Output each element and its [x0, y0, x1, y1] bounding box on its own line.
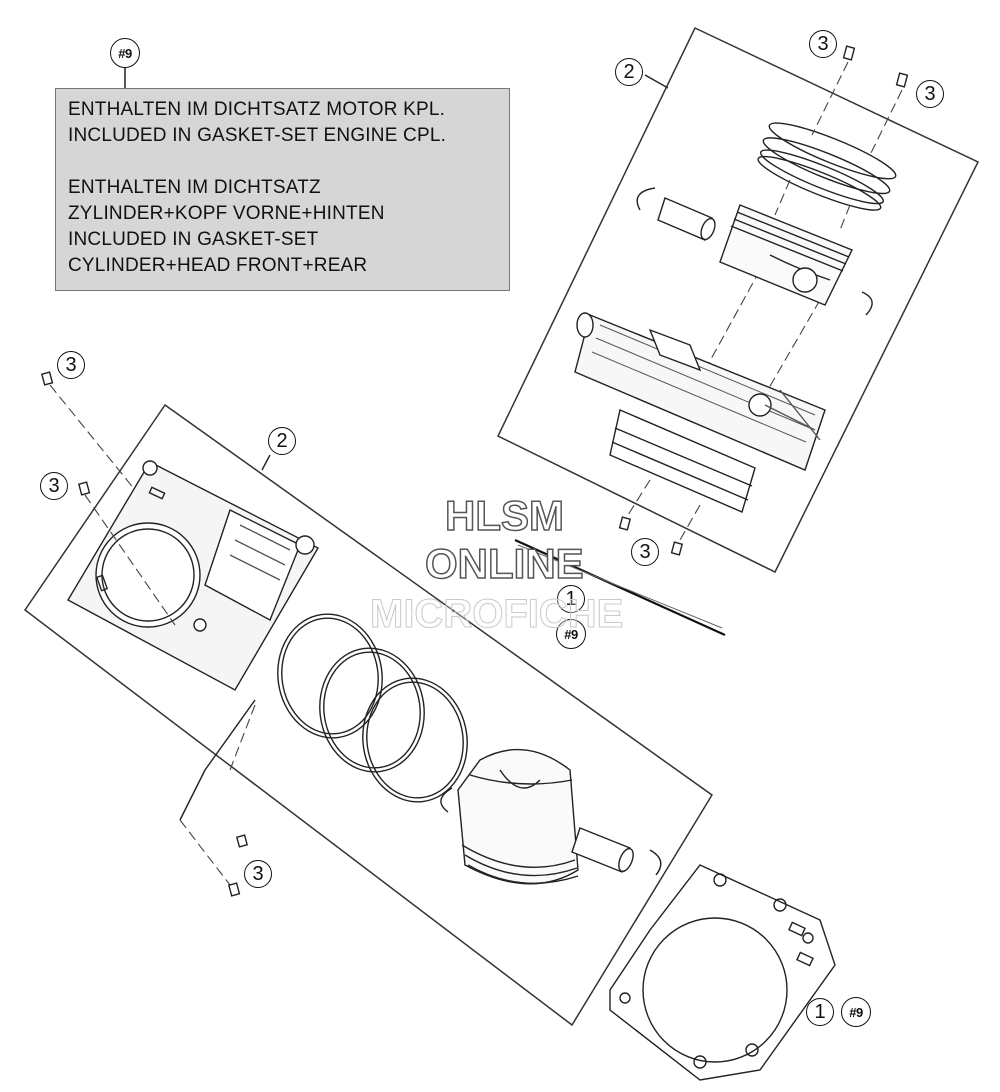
top-dowel-pins	[618, 45, 909, 556]
callout-top-dowel-bottom: 3	[631, 538, 659, 566]
note-line: INCLUDED IN GASKET-SET	[68, 229, 319, 250]
callout-top-dowel-left: 3	[809, 30, 837, 58]
bottom-piston-rings	[277, 613, 468, 803]
base-gasket-lower-part	[609, 864, 836, 1081]
bottom-dowel-pins	[40, 371, 249, 897]
note-line: ENTHALTEN IM DICHTSATZ MOTOR KPL.	[68, 99, 446, 120]
leader-line	[644, 74, 669, 89]
note-line: INCLUDED IN GASKET-SET ENGINE CPL.	[68, 125, 447, 146]
callout-left-dowel-middle: 3	[40, 472, 68, 500]
top-piston-pin	[657, 197, 716, 241]
callout-top-dowel-right: 3	[916, 80, 944, 108]
bottom-circlip-right	[649, 849, 662, 876]
bottom-piston-pin	[571, 827, 634, 873]
watermark-line-1: HLSM	[444, 491, 565, 540]
note-line: CYLINDER+HEAD FRONT+REAR	[68, 255, 368, 276]
bottom-assembly-frame	[23, 403, 714, 1027]
bottom-cylinder	[67, 460, 319, 691]
top-piston-rings	[757, 122, 897, 211]
callout-top-cylinder-assembly: 2	[615, 58, 643, 86]
ref-base-gasket-lower: #9	[841, 997, 871, 1027]
callout-bottom-dowel: 3	[244, 860, 272, 888]
leader-line	[261, 454, 271, 471]
callout-bottom-cylinder-assembly: 2	[268, 427, 296, 455]
watermark-line-2: ONLINE	[424, 539, 584, 588]
watermark-line-3: MICROFICHE	[369, 592, 624, 637]
top-circlip-left	[636, 187, 656, 211]
thin-gasket-strip	[514, 538, 726, 637]
callout-left-dowel-top: 3	[57, 351, 85, 379]
bottom-circlip-left	[440, 787, 453, 813]
gasket-set-note: ENTHALTEN IM DICHTSATZ MOTOR KPL. INCLUD…	[55, 88, 510, 291]
note-tag-text: #9	[118, 45, 132, 61]
note-tag-ref: #9	[110, 38, 140, 68]
top-piston	[719, 204, 853, 306]
note-line: ENTHALTEN IM DICHTSATZ	[68, 177, 321, 198]
callout-base-gasket-lower: 1	[806, 998, 834, 1026]
top-assembly-frame	[497, 27, 980, 574]
ref-base-gasket-upper: #9	[556, 619, 586, 649]
bottom-piston	[457, 748, 579, 885]
bottom-dowel-leader	[179, 699, 256, 821]
thin-gasket-edge	[517, 544, 723, 629]
top-circlip-right	[861, 291, 873, 316]
note-line: ZYLINDER+KOPF VORNE+HINTEN	[68, 203, 385, 224]
top-dashed-guides	[627, 61, 903, 541]
callout-base-gasket-upper: 1	[557, 585, 585, 613]
note-line-spacer	[68, 149, 497, 175]
top-cylinder	[574, 312, 826, 513]
